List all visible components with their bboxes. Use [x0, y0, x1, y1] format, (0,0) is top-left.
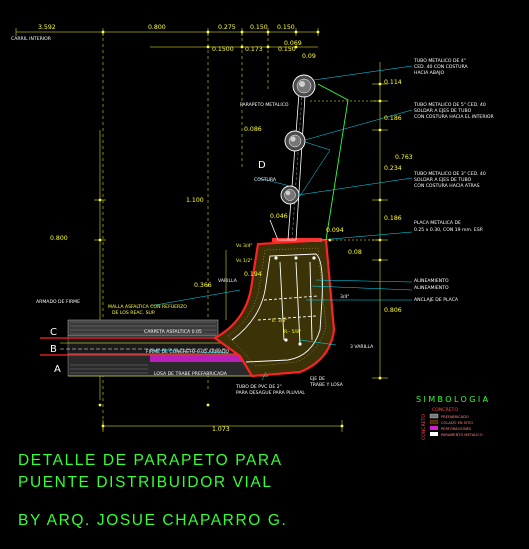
dim-left-2: 0.800: [50, 235, 68, 242]
label-costura: COSTURA: [254, 177, 277, 183]
dim-right-6: 0.08: [348, 249, 362, 256]
parapet-concrete: [212, 238, 336, 378]
tube-3in: [280, 185, 300, 205]
label-malla-1: MALLA ASFALTICA CON REFUERZO: [108, 304, 187, 310]
slab-hatch: [70, 321, 216, 374]
dim-left-1: 1.100: [186, 197, 204, 204]
label-placa-line-1: PLACA METALICA DE: [414, 220, 461, 226]
label-armado-firme: ARMADO DE FIRME: [36, 299, 80, 305]
label-carril-interior: CARRIL INTERIOR: [11, 36, 52, 42]
legend-swatch-1: [429, 413, 439, 419]
marker-a: A: [54, 364, 61, 375]
label-anclaje: ANCLAJE DE PLACA: [414, 297, 459, 303]
tube-4in: [292, 74, 316, 98]
drawing-title-line-1: DETALLE DE PARAPETO PARA: [18, 452, 283, 469]
label-tubo-pvc-2: PARA DESAGUE PARA PLUVIAL: [236, 390, 305, 396]
leader-lines: [149, 65, 413, 381]
dim-top2-2: 0.173: [245, 46, 263, 53]
dim-top2-1: 0.1500: [212, 46, 234, 53]
label-tubo-3-line-2: SOLDAR A EJES DE TUBO: [414, 177, 472, 183]
label-firme: FIRME DE CONCRETO 0.05 ARMADO: [146, 349, 230, 355]
dim-right-3: 0.763: [395, 154, 413, 161]
dim-mid-2: 0.046: [270, 213, 288, 220]
steel-plate: [272, 238, 322, 242]
legend-swatch-3: [430, 426, 438, 430]
layer-lines: [40, 337, 268, 377]
legend: SIMBOLOGIA CONCRETO CONCRETO PREFABRICAD…: [416, 395, 490, 440]
marker-d: D: [258, 160, 266, 171]
dim-top-1: 3.592: [38, 24, 56, 31]
label-tubo-1-line-1: TUBO METALICO DE 4": [413, 58, 466, 64]
dim-top2-5: 0.09: [302, 53, 316, 60]
dim-mid-4: 0.194: [244, 271, 262, 278]
label-varilla-7: 3 VARILLA: [350, 344, 374, 350]
label-varilla-1: Vs 3/4": [236, 243, 253, 249]
dim-mid-3: 0.094: [326, 227, 344, 234]
label-tubo-3-line-1: TUBO METALICO DE 3" CED. 40: [413, 171, 486, 177]
dim-top-3: 0.275: [218, 24, 236, 31]
marker-b: B: [50, 344, 57, 355]
label-tubo-1-line-3: HACIA ABAJO: [414, 70, 444, 76]
label-alineamiento-1: ALINEAMIENTO: [414, 278, 449, 284]
label-tubo-2-line-1: TUBO METALICO DE 5" CED. 40: [413, 102, 486, 108]
label-varilla-2: Vs 1/2": [236, 258, 253, 264]
dim-mid-1: 0.086: [244, 126, 262, 133]
dim-right-4: 0.234: [384, 165, 402, 172]
legend-item-3: PERFORACIONES: [441, 427, 472, 431]
label-tubo-3-line-3: CON COSTURA HACIA ATRAS: [414, 183, 480, 189]
legend-subtitle: CONCRETO: [432, 407, 458, 413]
dim-right-5: 0.186: [384, 215, 402, 222]
legend-swatch-4: [430, 432, 438, 436]
dim-top2-3: 0.150: [278, 46, 296, 53]
label-placa-line-2: 0.25 x 0.30, CON 19 mm. ESP.: [414, 227, 483, 233]
label-eje-2: TRABE Y LOSA: [309, 382, 344, 388]
legend-swatch-2: [429, 419, 439, 425]
label-varilla-6: 3/4": [340, 294, 350, 300]
rebar: [231, 253, 323, 363]
dim-right-2: 0.186: [384, 115, 402, 122]
legend-item-1: PREFABRICADO: [441, 415, 469, 419]
drawing-title-line-2: PUENTE DISTRIBUIDOR VIAL: [18, 474, 273, 491]
tube-5in: [284, 130, 306, 152]
legend-item-4: PARAMENTO METALICO: [441, 433, 483, 437]
label-parapeto-metalico: PARAPETO METALICO: [240, 102, 289, 108]
legend-title: SIMBOLOGIA: [416, 395, 490, 404]
legend-side-label: CONCRETO: [421, 414, 427, 440]
dim-top-4: 0.150: [250, 24, 268, 31]
label-eje-1: EJE DE: [310, 376, 325, 382]
label-varilla-3: VARILLA: [218, 278, 238, 284]
dim-top-5: 0.150: [277, 24, 295, 31]
label-varilla-4: R.- 5/8": [284, 329, 301, 335]
label-varilla-5: E. 3/8": [272, 318, 287, 324]
label-tubo-2-line-2: SOLDAR A EJES DE TUBO: [414, 108, 472, 114]
label-alineamiento-2: ALINEAMIENTO: [414, 285, 449, 291]
dim-top-2: 0.800: [148, 24, 166, 31]
dim-top2-4: 0.069: [284, 40, 302, 47]
label-losa: LOSA DE TRABE PREFABRICADA: [154, 371, 228, 377]
drawing-author: BY ARQ. JOSUE CHAPARRO G.: [18, 512, 288, 529]
dim-left-3: 0.366: [194, 282, 212, 289]
label-tubo-1-line-2: CED. 40 CON COSTURA: [414, 64, 469, 70]
dim-bottom: 1.073: [212, 426, 230, 433]
legend-item-2: COLADO EN SITIO: [441, 421, 473, 425]
label-carpeta: CARPETA ASFALTICA 0.05: [144, 329, 202, 335]
label-tubo-pvc-1: TUBO DE PVC DE 2": [235, 384, 282, 390]
label-tubo-2-line-3: CON COSTURA HACIA EL INTERIOR: [414, 114, 495, 120]
dim-right-7: 0.806: [384, 307, 402, 314]
rebar-dots: [274, 256, 316, 346]
marker-c: C: [50, 327, 57, 338]
slab-layers: [67, 319, 269, 377]
label-malla-2: DE LOS REAC. SUP.: [112, 310, 155, 316]
dim-right-1: 0.114: [384, 79, 402, 86]
